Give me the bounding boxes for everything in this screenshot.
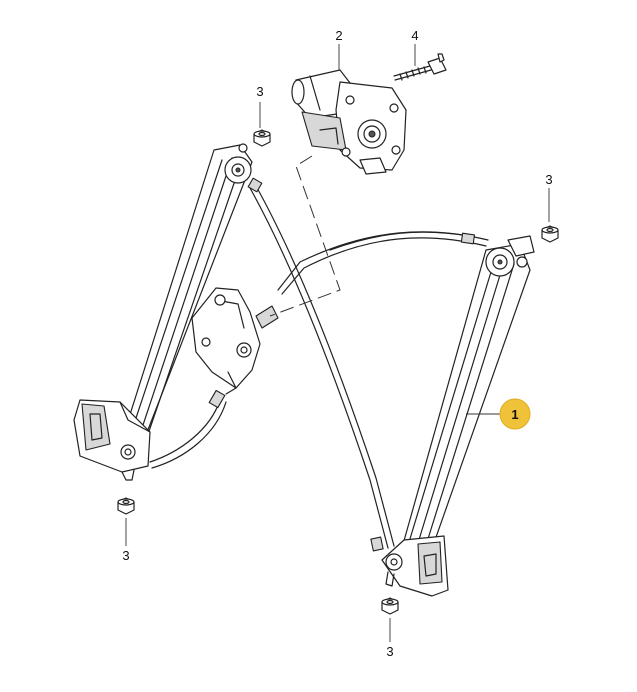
assembly-dashed-line <box>269 155 341 317</box>
callout-part-2[interactable]: 2 <box>335 28 342 43</box>
right-window-carrier[interactable] <box>381 535 449 597</box>
selected-badge-circle <box>499 398 531 430</box>
window-motor[interactable] <box>291 69 407 175</box>
nut-upper-left[interactable] <box>253 129 271 147</box>
nut-lower-right[interactable] <box>381 597 399 615</box>
callout-part-3-upper-left[interactable]: 3 <box>256 84 263 99</box>
callout-part-1: 1 <box>511 407 518 422</box>
callout-part-3-lower-right[interactable]: 3 <box>386 644 393 659</box>
leader-lines <box>125 44 550 642</box>
nut-upper-right[interactable] <box>541 225 559 243</box>
right-guide-rail[interactable] <box>397 235 535 563</box>
callout-part-3-upper-right[interactable]: 3 <box>545 172 552 187</box>
left-guide-rail[interactable] <box>119 143 253 447</box>
regulator-cables[interactable] <box>149 177 489 552</box>
callout-part-4[interactable]: 4 <box>411 28 418 43</box>
callout-part-1-badge[interactable]: 1 <box>499 398 531 430</box>
left-window-carrier[interactable] <box>73 399 151 481</box>
callout-part-3-lower-left[interactable]: 3 <box>122 548 129 563</box>
cable-drum-housing[interactable] <box>191 287 279 395</box>
motor-bolt[interactable] <box>393 53 447 81</box>
nut-lower-left[interactable] <box>117 497 135 515</box>
